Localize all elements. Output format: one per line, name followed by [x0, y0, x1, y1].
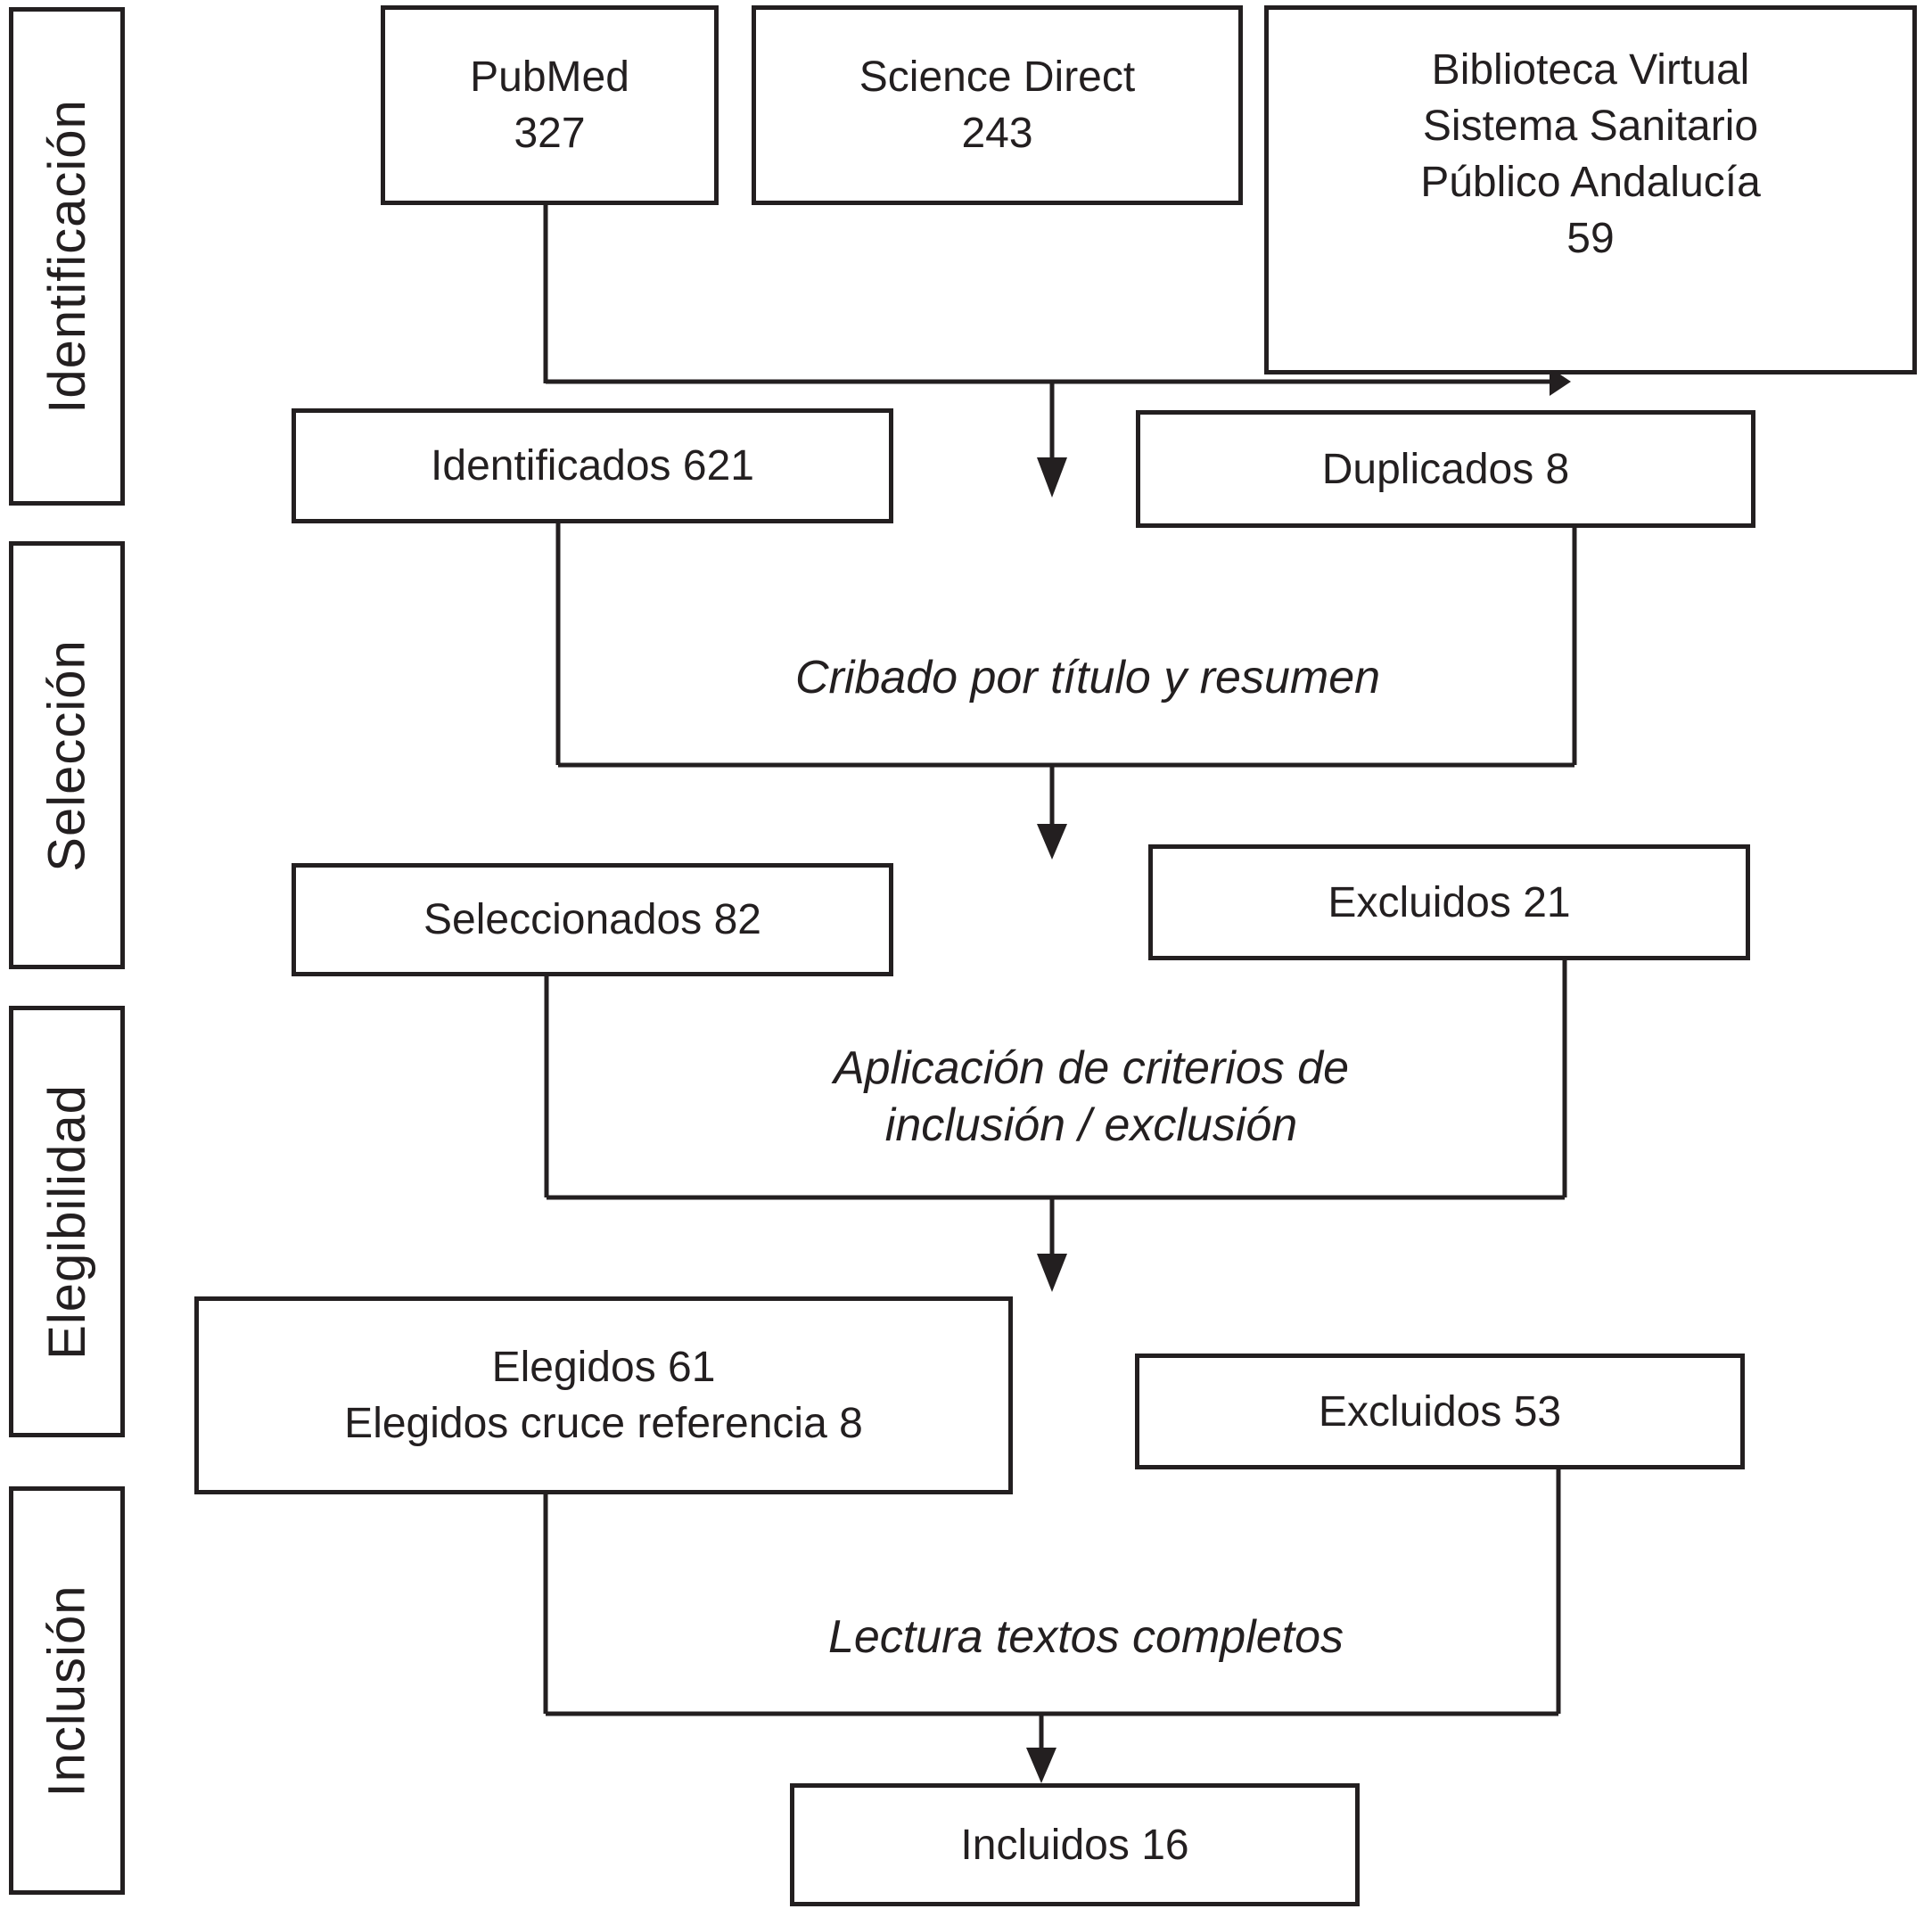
- box-label: Elegidos cruce referencia 8: [344, 1400, 863, 1447]
- source-box-biblioteca-virtual: Biblioteca Virtual Sistema Sanitario Púb…: [1264, 5, 1917, 374]
- source-line: 59: [1566, 215, 1615, 262]
- stage-label: Inclusión: [37, 1584, 96, 1797]
- source-box-science-direct: Science Direct 243: [752, 5, 1243, 205]
- box-label: Duplicados 8: [1321, 445, 1570, 493]
- source-line: Science Direct: [859, 53, 1136, 101]
- box-excluidos-21: Excluidos 21: [1148, 844, 1750, 960]
- box-incluidos: Incluidos 16: [790, 1783, 1360, 1906]
- stage-label: Elegibilidad: [37, 1083, 96, 1360]
- stage-box-identificacion: Identificación: [9, 7, 125, 506]
- arrowhead-merge-down: [1037, 457, 1067, 498]
- box-label: Incluidos 16: [960, 1821, 1189, 1869]
- stage-label: Identificación: [37, 99, 96, 414]
- label-lectura: Lectura textos completos: [827, 1611, 1344, 1663]
- source-line: Sistema Sanitario: [1422, 103, 1759, 150]
- stage-box-elegibilidad: Elegibilidad: [9, 1006, 125, 1437]
- box-excluidos-53: Excluidos 53: [1135, 1354, 1745, 1469]
- arrowhead-merge-right: [1550, 367, 1571, 396]
- box-label: Excluidos 21: [1328, 878, 1571, 926]
- label-criterios-line: inclusión / exclusión: [884, 1099, 1298, 1151]
- box-label: Elegidos 61: [491, 1344, 716, 1391]
- source-line: Público Andalucía: [1420, 159, 1761, 206]
- source-line: Biblioteca Virtual: [1431, 46, 1750, 94]
- stage-box-inclusion: Inclusión: [9, 1486, 125, 1895]
- box-label: Excluidos 53: [1318, 1387, 1562, 1436]
- box-label: Identificados 621: [431, 442, 754, 490]
- box-seleccionados: Seleccionados 82: [292, 863, 893, 976]
- box-label: Seleccionados 82: [423, 896, 761, 943]
- stage-box-seleccion: Selección: [9, 541, 125, 969]
- source-line: 243: [961, 110, 1033, 157]
- label-cribado: Cribado por título y resumen: [794, 652, 1381, 704]
- arrowhead-bracket1-down: [1037, 824, 1067, 860]
- box-elegidos: Elegidos 61 Elegidos cruce referencia 8: [194, 1296, 1013, 1494]
- source-line: 327: [514, 110, 586, 157]
- stage-label: Selección: [37, 638, 96, 872]
- source-line: PubMed: [470, 53, 629, 101]
- box-identificados: Identificados 621: [292, 408, 893, 523]
- source-box-pubmed: PubMed 327: [381, 5, 719, 205]
- arrowhead-bracket2-down: [1037, 1254, 1067, 1292]
- arrowhead-bracket3-down: [1026, 1748, 1056, 1783]
- box-duplicados: Duplicados 8: [1136, 410, 1755, 528]
- label-criterios: Aplicación de criterios de inclusión / e…: [628, 1040, 1555, 1154]
- label-criterios-line: Aplicación de criterios de: [833, 1042, 1350, 1094]
